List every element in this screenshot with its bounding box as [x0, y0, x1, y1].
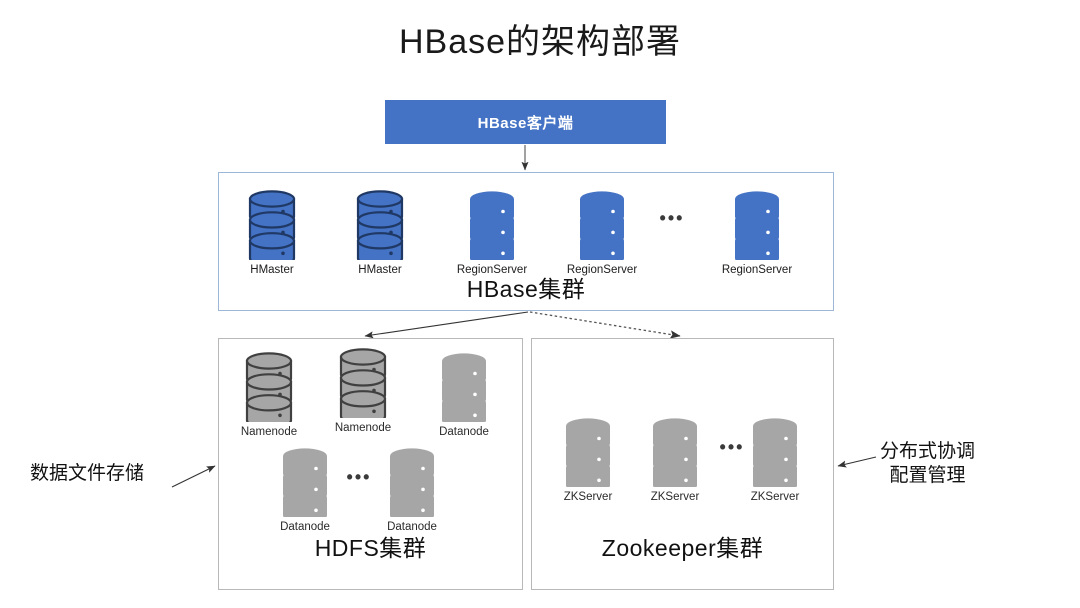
- node-label: RegionServer: [456, 264, 528, 276]
- arrow-hbase-to-zookeeper: [529, 311, 681, 339]
- node-regionserver[interactable]: RegionServer: [437, 186, 547, 276]
- database-cylinder-icon: [214, 348, 324, 422]
- database-cylinder-icon: [547, 186, 657, 260]
- database-cylinder-icon: [308, 344, 418, 418]
- annotation-line: 配置管理: [889, 464, 966, 486]
- page-title: HBase的架构部署: [398, 23, 682, 61]
- node-datanode[interactable]: Datanode: [409, 348, 519, 438]
- node-zkserver[interactable]: ZKServer: [620, 413, 730, 503]
- node-label: ZKServer: [650, 491, 700, 503]
- node-zkserver[interactable]: ZKServer: [533, 413, 643, 503]
- annotation-left: 数据文件存储: [30, 462, 144, 486]
- database-cylinder-icon: [620, 413, 730, 487]
- node-label: Datanode: [280, 521, 330, 533]
- node-label: ZKServer: [563, 491, 613, 503]
- hbase-cluster-box[interactable]: HBase集群: [218, 172, 834, 311]
- node-namenode[interactable]: Namenode: [214, 348, 324, 438]
- node-zkserver[interactable]: ZKServer: [720, 413, 830, 503]
- node-label: Datanode: [387, 521, 437, 533]
- node-hmaster[interactable]: HMaster: [325, 186, 435, 276]
- ellipsis-more-nodes: •••: [659, 208, 685, 228]
- node-label: ZKServer: [750, 491, 800, 503]
- database-cylinder-icon: [409, 348, 519, 422]
- annotation-right: 分布式协调配置管理: [880, 440, 975, 488]
- arrow-right-note-to-zookeeper: [837, 456, 877, 468]
- hbase-client-label: HBase客户端: [477, 114, 574, 132]
- arrow-hbase-to-hdfs: [364, 311, 529, 339]
- database-cylinder-icon: [250, 443, 360, 517]
- database-cylinder-icon: [437, 186, 547, 260]
- node-label: Namenode: [240, 426, 298, 438]
- node-label: HMaster: [358, 264, 402, 276]
- annotation-line: 分布式协调: [880, 441, 976, 462]
- node-label: HMaster: [250, 264, 294, 276]
- ellipsis-more-nodes: •••: [346, 467, 372, 487]
- node-datanode[interactable]: Datanode: [357, 443, 467, 533]
- node-regionserver[interactable]: RegionServer: [702, 186, 812, 276]
- node-namenode[interactable]: Namenode: [308, 344, 418, 434]
- node-label: Namenode: [334, 422, 392, 434]
- hbase-client-box[interactable]: HBase客户端: [385, 100, 666, 144]
- database-cylinder-icon: [720, 413, 830, 487]
- node-label: Datanode: [439, 426, 489, 438]
- ellipsis-more-nodes: •••: [719, 437, 745, 457]
- node-datanode[interactable]: Datanode: [250, 443, 360, 533]
- node-label: RegionServer: [566, 264, 638, 276]
- annotation-line: 数据文件存储: [30, 463, 145, 484]
- zookeeper-cluster-title: Zookeeper集群: [601, 535, 764, 561]
- database-cylinder-icon: [357, 443, 467, 517]
- database-cylinder-icon: [702, 186, 812, 260]
- node-hmaster[interactable]: HMaster: [217, 186, 327, 276]
- hdfs-cluster-title: HDFS集群: [314, 535, 427, 561]
- database-cylinder-icon: [217, 186, 327, 260]
- arrow-left-note-to-hdfs: [171, 465, 216, 488]
- database-cylinder-icon: [325, 186, 435, 260]
- database-cylinder-icon: [533, 413, 643, 487]
- hbase-cluster-title: HBase集群: [466, 276, 586, 302]
- node-label: RegionServer: [721, 264, 793, 276]
- node-regionserver[interactable]: RegionServer: [547, 186, 657, 276]
